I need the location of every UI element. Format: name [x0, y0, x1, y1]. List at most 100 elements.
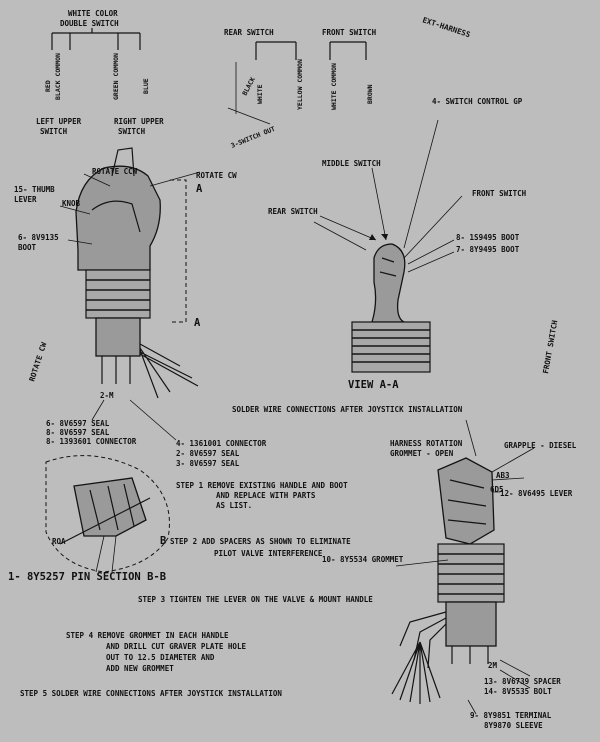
rear-switch-callout: REAR SWITCH [268, 207, 318, 216]
step1-line2: AND REPLACE WITH PARTS [216, 491, 316, 500]
front-switch-callout: FRONT SWITCH [472, 189, 527, 198]
view-handle [371, 243, 406, 323]
switch-control-label: 4- SWITCH CONTROL GP [432, 97, 523, 106]
left-upper-switch-label-1: LEFT UPPER [36, 117, 82, 126]
spacer-num-label: AB3 [496, 471, 510, 480]
step2-line2: PILOT VALVE INTERFERENCE [214, 549, 323, 558]
lever-label: 12- 8V6495 LEVER [500, 489, 573, 498]
rear-switch-label: REAR SWITCH [224, 28, 274, 37]
middle-switch-label: MIDDLE SWITCH [322, 159, 381, 168]
bottom-code: 2M [488, 661, 498, 670]
seal-label-2: 8- 8V6597 SEAL [46, 428, 110, 437]
detail-b-label: B [160, 535, 166, 547]
wire-yellow-common-label: YELLOW COMMON [296, 59, 304, 110]
left-leader-lines [59, 173, 111, 245]
wire-green-common-label: GREEN COMMON [112, 53, 120, 100]
view-leaders-right [407, 239, 455, 273]
section-b-part [73, 477, 147, 537]
view-handle-lines [379, 257, 397, 277]
step3-text: STEP 3 TIGHTEN THE LEVER ON THE VALVE & … [138, 595, 373, 604]
handle-grip-line [91, 200, 141, 233]
grapple-boot-ribs [438, 553, 504, 595]
left-switch-bracket [51, 32, 71, 50]
right-upper-switch-label-1: RIGHT UPPER [114, 117, 164, 126]
harness-rotation-2: GROMMET - OPEN [390, 449, 454, 458]
right-switch-bracket [117, 32, 141, 50]
view-a-a-label: VIEW A-A [348, 379, 399, 391]
grommet-label: 10- 8Y5534 GROMMET [322, 555, 404, 564]
section-a-bracket [170, 179, 187, 323]
grommet-leader [395, 559, 449, 567]
wire-blue-label: BLUE [142, 78, 150, 94]
view-boot-ribs [352, 329, 430, 363]
harness-rotation-1: HARNESS ROTATION [390, 439, 463, 448]
spacer-label-2: 14- 8V5535 BOLT [484, 687, 552, 696]
step4-line4: ADD NEW GROMMET [106, 664, 174, 673]
left-wire-fan [139, 343, 199, 399]
view-arrow-2 [381, 234, 388, 240]
thumb-lever-label-1: 15- THUMB [14, 185, 55, 194]
section-b-label: 1- 8Y5257 PIN SECTION B-B [8, 571, 166, 583]
grapple-leaders [465, 419, 535, 493]
left-switch-wiring: WHITE COLOR DOUBLE SWITCH RED BLACK COMM… [36, 9, 164, 136]
connector-right-label-1: 4- 1361001 CONNECTOR [176, 439, 267, 448]
view-arrow-1 [369, 234, 376, 240]
hm-code: 2-M [100, 391, 114, 400]
step4-line2: AND DRILL CUT GRAVER PLATE HOLE [106, 642, 246, 651]
boot-ribs [86, 279, 150, 311]
section-b-base [95, 535, 117, 573]
grapple-handle [437, 457, 495, 545]
grapple-handle-lines [447, 479, 487, 525]
section-a-top: A [196, 183, 203, 195]
double-switch-label-bottom: DOUBLE SWITCH [60, 19, 119, 28]
solder-note-top: SOLDER WIRE CONNECTIONS AFTER JOYSTICK I… [232, 405, 463, 414]
section-a-bottom: A [194, 317, 201, 329]
rotate-cw-leader [149, 171, 201, 187]
step1-line1: STEP 1 REMOVE EXISTING HANDLE AND BOOT [176, 481, 348, 490]
connector-leaders [91, 399, 177, 441]
step5-text: STEP 5 SOLDER WIRE CONNECTIONS AFTER JOY… [20, 689, 282, 698]
spacer-num2-label: 6D5 [490, 485, 504, 494]
third-switch-leader [227, 62, 271, 125]
step1-line3: AS LIST. [216, 501, 252, 510]
boot-callout-1: 8- 1S9495 BOOT [456, 233, 520, 242]
view-leaders-top [371, 119, 463, 259]
wire-red-label: RED [44, 80, 52, 92]
wire-black-common-label: BLACK COMMON [54, 53, 62, 100]
grapple-base [445, 601, 497, 647]
terminal-label-2: 8Y9870 SLEEVE [484, 721, 543, 730]
front-switch-bracket [329, 41, 367, 60]
section-b-outline [45, 455, 170, 573]
step4-line3: OUT TO 12.5 DIAMETER AND [106, 653, 215, 662]
left-upper-switch-label-2: SWITCH [40, 127, 68, 136]
section-b-pin [59, 497, 151, 545]
terminal-label-1: 9- 8Y9851 TERMINAL [470, 711, 552, 720]
left-joystick [59, 147, 201, 399]
connector-label: 8- 1393601 CONNECTOR [46, 437, 137, 446]
wire-brown-label: BROWN [366, 84, 374, 104]
connector-right-label-2: 2- 8V6597 SEAL [176, 449, 240, 458]
connector-pins [101, 356, 131, 384]
thumb-lever-shape [111, 147, 135, 177]
grapple-bottom-leaders [467, 659, 531, 715]
roa-label: ROA [52, 537, 66, 546]
connector-body [95, 317, 141, 357]
knob-label: KNOB [62, 199, 81, 208]
boot-label-2: BOOT [18, 243, 37, 252]
section-b-ribs [89, 483, 135, 531]
rear-switch-bracket [255, 41, 297, 60]
rotate-ccw-label: ROTATE CCW [92, 167, 138, 176]
view-a-a-assembly [313, 119, 463, 373]
double-switch-label-top: WHITE COLOR [68, 9, 118, 18]
section-b-detail [45, 455, 170, 573]
wire-white-common-label: WHITE COMMON [330, 63, 338, 110]
connector-right-label-3: 3- 8V6597 SEAL [176, 459, 240, 468]
bottom-wire-fan [391, 641, 441, 704]
spacer-label-1: 13- 8V6739 SPACER [484, 677, 561, 686]
view-leaders-left [313, 215, 377, 251]
rotate-cw-label: ROTATE CW [196, 171, 237, 180]
seal-label-1: 6- 8V6597 SEAL [46, 419, 110, 428]
grapple-diesel-label: GRAPPLE - DIESEL [504, 441, 577, 450]
